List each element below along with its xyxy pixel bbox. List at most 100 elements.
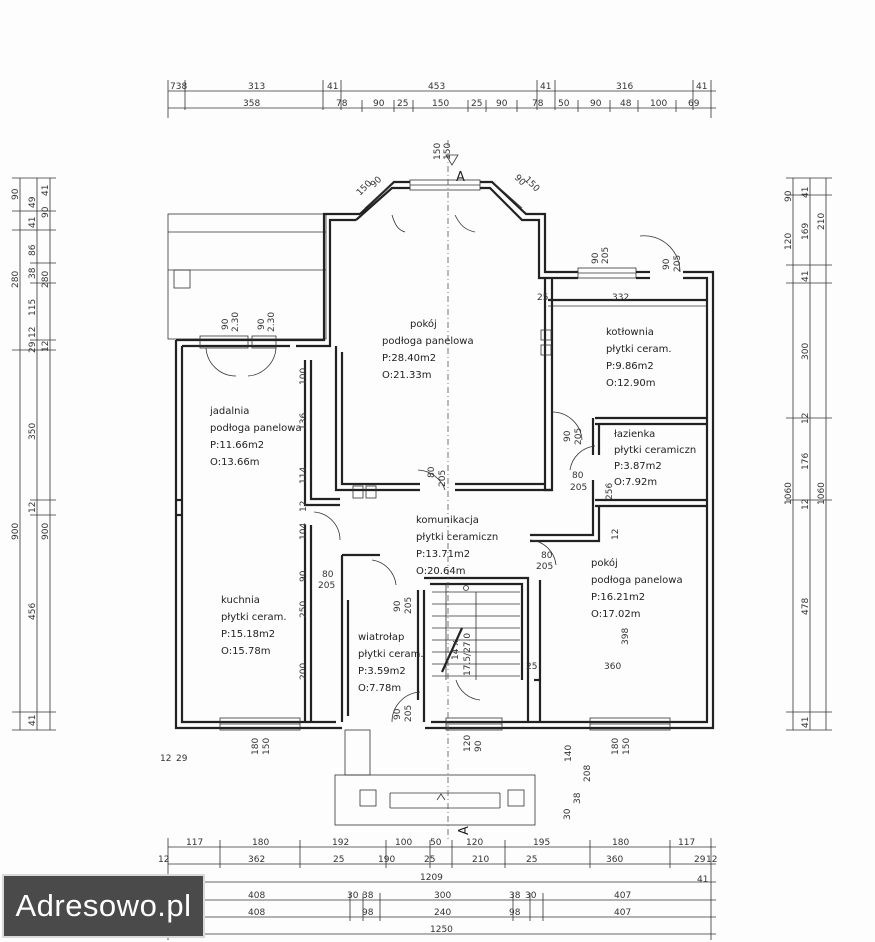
dim-left-41b: 41 xyxy=(28,217,38,228)
room-kotlownia-floor: płytki ceram. xyxy=(606,344,672,355)
opening-entrance-h: 205 xyxy=(404,705,414,722)
dim-top-90b: 90 xyxy=(496,99,508,109)
wall-dim-100: 100 xyxy=(299,368,309,385)
dim-top-100: 100 xyxy=(650,99,667,109)
opening-pokoj-door-w: 80 xyxy=(427,466,437,478)
room-komunikacja: komunikacja płytki ceramiczn P:13.71m2 O… xyxy=(416,515,498,577)
bay-top-150a: 150 xyxy=(433,143,443,160)
dim-bottom-210: 210 xyxy=(472,855,489,865)
bottom-windows xyxy=(199,335,671,731)
room-pokoj-top-floor: podłoga panelowa xyxy=(382,336,474,347)
dim-top-738: 738 xyxy=(170,82,187,92)
dim-left-350: 350 xyxy=(28,423,38,440)
dim-top-41b: 41 xyxy=(540,82,551,92)
dim-right-210: 210 xyxy=(817,213,827,230)
dim-bottom-240: 240 xyxy=(434,908,451,918)
opening-kotl-door-w: 90 xyxy=(563,430,573,442)
door-swings xyxy=(205,214,681,723)
dim-right-169: 169 xyxy=(801,223,811,240)
dim-top-316: 316 xyxy=(616,82,633,92)
room-jadalnia-perimeter: O:13.66m xyxy=(210,457,259,468)
dim-right-12a: 12 xyxy=(801,413,811,424)
room-kuchnia-perimeter: O:15.78m xyxy=(221,646,270,657)
bay-right-150: 150 xyxy=(522,175,541,194)
dim-left-86: 86 xyxy=(28,244,38,256)
opening-labels: 150 150 90 150 90 150 90 2.30 90 2.30 90… xyxy=(160,143,683,820)
dim-bottom-100: 100 xyxy=(395,838,412,848)
opening-entrance-w: 90 xyxy=(393,708,403,720)
dim-misc-140: 140 xyxy=(564,745,574,762)
opening-jadalnia-h2: 2.30 xyxy=(267,312,277,332)
wall-dim-104: 104 xyxy=(299,523,309,540)
dim-top-78a: 78 xyxy=(336,99,348,109)
dim-right-478: 478 xyxy=(801,598,811,615)
section-line: A A xyxy=(445,140,472,840)
room-pokoj-top-area: P:28.40m2 xyxy=(382,353,436,364)
dim-bottom-300: 300 xyxy=(434,891,451,901)
opening-jadalnia-w2: 90 xyxy=(257,318,267,330)
room-kuchnia-name: kuchnia xyxy=(221,595,260,606)
dim-left-280b: 280 xyxy=(41,271,51,288)
entrance-steps xyxy=(334,729,536,826)
dim-bottom-120: 120 xyxy=(466,838,483,848)
room-jadalnia-name: jadalnia xyxy=(209,406,249,417)
dim-bottom-1250: 1250 xyxy=(430,925,453,935)
dim-bottom-362: 362 xyxy=(248,855,265,865)
window-kuchnia-150: 150 xyxy=(262,738,272,755)
room-lazienka: łazienka płytki ceramiczn P:3.87m2 O:7.9… xyxy=(614,429,696,488)
dim-left-41: 41 xyxy=(28,715,38,726)
dim-right-12b: 12 xyxy=(801,499,811,510)
dim-misc-360: 360 xyxy=(604,662,621,672)
room-pokoj-top: pokój podłoga panelowa P:28.40m2 O:21.33… xyxy=(382,318,474,381)
room-pokoj-right-name: pokój xyxy=(591,557,618,569)
dim-top-25b: 25 xyxy=(471,99,482,109)
room-kuchnia: kuchnia płytki ceram. P:15.18m2 O:15.78m xyxy=(221,595,287,657)
dim-top-453: 453 xyxy=(428,82,445,92)
room-lazienka-name: łazienka xyxy=(614,429,655,440)
dim-left-280: 280 xyxy=(11,271,21,288)
dim-bottom-30b: 30 xyxy=(525,891,537,901)
dim-left-12b: 12 xyxy=(41,341,51,352)
dim-bottom-408b: 408 xyxy=(248,908,265,918)
opening-laz-w: 80 xyxy=(572,471,584,481)
room-pokoj-top-perimeter: O:21.33m xyxy=(382,370,431,381)
room-pokoj-right-area: P:16.21m2 xyxy=(591,592,645,603)
dim-bottom-41: 41 xyxy=(697,875,708,885)
dim-top-25a: 25 xyxy=(397,99,408,109)
dim-left-12c: 12 xyxy=(28,502,38,513)
dim-misc-25a: 25 xyxy=(537,293,548,303)
room-komunikacja-perimeter: O:20.64m xyxy=(416,566,465,577)
watermark-badge: Adresowo.pl xyxy=(2,874,205,938)
room-wiatrolap: wiatrołap płytki ceram. P:3.59m2 O:7.78m xyxy=(358,632,424,694)
window-pokoj-150: 150 xyxy=(622,738,632,755)
bay-top-150b: 150 xyxy=(443,143,453,160)
dim-bottom-12a: 12 xyxy=(158,855,169,865)
staircase: 14 x 17.5/27.0 xyxy=(432,584,520,680)
dim-misc-12: 12 xyxy=(160,754,171,764)
dim-bottom-25b: 25 xyxy=(424,855,435,865)
room-komunikacja-floor: płytki ceramiczn xyxy=(416,532,498,543)
dim-bottom-408a: 408 xyxy=(248,891,265,901)
dim-left-115: 115 xyxy=(28,299,38,316)
room-lazienka-area: P:3.87m2 xyxy=(614,461,662,472)
dim-left-456: 456 xyxy=(28,603,38,620)
dim-misc-12-right: 12 xyxy=(611,529,621,540)
room-pokoj-top-name: pokój xyxy=(410,318,437,330)
dim-top-41a: 41 xyxy=(327,82,338,92)
opening-pokoj-door-h: 205 xyxy=(438,470,448,487)
dim-left-29: 29 xyxy=(28,341,38,353)
dim-misc-29: 29 xyxy=(176,754,188,764)
opening-top-right-h: 205 xyxy=(601,247,611,264)
dim-right-120: 120 xyxy=(784,233,794,250)
dim-right-176: 176 xyxy=(801,453,811,470)
dim-left-38: 38 xyxy=(28,267,38,279)
dim-bottom-50: 50 xyxy=(430,838,442,848)
dim-bottom-25c: 25 xyxy=(526,855,537,865)
dim-left-12a: 12 xyxy=(28,327,38,338)
stairs-count: 14 x xyxy=(451,640,461,660)
room-jadalnia-area: P:11.66m2 xyxy=(210,440,264,451)
dim-left-49: 49 xyxy=(28,196,38,208)
dim-bottom-98b: 98 xyxy=(509,908,521,918)
stairs-size: 17.5/27.0 xyxy=(463,633,473,676)
